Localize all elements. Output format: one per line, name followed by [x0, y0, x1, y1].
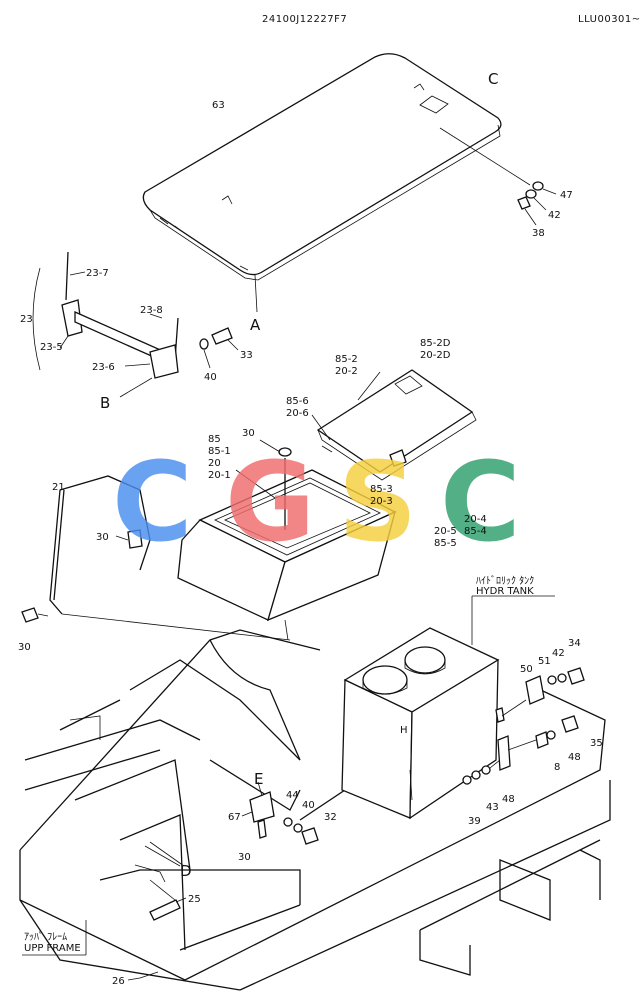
top-cover-63 — [142, 53, 502, 281]
callout-85-3: 85-3 — [370, 484, 393, 495]
watermark-letter: S — [338, 438, 417, 566]
callout-b: B — [100, 394, 110, 412]
callout-42: 42 — [548, 210, 561, 221]
hardware-47-42-38 — [517, 181, 557, 226]
sheet-reference: LLU00301~ — [578, 14, 641, 25]
callout-30-top: 30 — [242, 428, 255, 439]
callout-21: 21 — [52, 482, 65, 493]
callout-85-1: 85-1 — [208, 446, 231, 457]
callout-20-2d: 20-2D — [420, 350, 451, 361]
callout-25: 25 — [188, 894, 201, 905]
drawing-number: 24100J12227F7 — [262, 14, 347, 25]
callout-67: 67 — [228, 812, 241, 823]
callout-a: A — [250, 316, 261, 334]
callout-43: 43 — [486, 802, 499, 813]
callout-23-6: 23-6 — [92, 362, 115, 373]
callout-48-bottom: 48 — [502, 794, 515, 805]
leader-line-c-hardware — [439, 127, 531, 186]
callout-h: H — [400, 725, 408, 736]
callout-32: 32 — [324, 812, 337, 823]
callout-20-5: 20-5 — [434, 526, 457, 537]
watermark-letter: C — [440, 438, 521, 566]
callout-51: 51 — [538, 656, 551, 667]
callout-40: 40 — [204, 372, 217, 383]
callout-47: 47 — [560, 190, 573, 201]
callout-labels: 63 C 47 42 38 23-7 23 23-8 23-5 23-6 33 … — [18, 70, 603, 987]
callout-63: 63 — [212, 100, 225, 111]
callout-85-6: 85-6 — [286, 396, 309, 407]
callout-e: E — [254, 770, 263, 788]
callout-33: 33 — [240, 350, 253, 361]
bolt-33-washer-40 — [199, 327, 239, 369]
callout-40-frame: 40 — [302, 800, 315, 811]
callout-85-4: 85-4 — [464, 526, 487, 537]
bracket-assembly-23 — [32, 251, 179, 398]
tank-hardware — [462, 667, 585, 785]
rod-25-clip-26 — [127, 897, 187, 981]
callout-42-tank: 42 — [552, 648, 565, 659]
watermark-cgsc: C G S C — [112, 438, 521, 566]
callout-44: 44 — [286, 790, 299, 801]
callout-85-2d: 85-2D — [420, 338, 451, 349]
callout-20-3: 20-3 — [370, 496, 393, 507]
mount-line — [284, 619, 289, 641]
note-upp-frame-jp: ｱｯﾊﾟ ﾌﾚｰﾑ — [24, 931, 67, 943]
callout-38: 38 — [532, 228, 545, 239]
note-upp-frame-en: UPP FRAME — [24, 943, 81, 954]
callout-48-right: 48 — [568, 752, 581, 763]
callout-d: D — [180, 862, 192, 880]
note-hydr-tank-en: HYDR TANK — [476, 586, 534, 597]
callout-85: 85 — [208, 434, 221, 445]
callout-50: 50 — [520, 664, 533, 675]
callout-30-frame: 30 — [238, 852, 251, 863]
callout-20-1: 20-1 — [208, 470, 231, 481]
callout-c: C — [488, 70, 498, 88]
callout-39: 39 — [468, 816, 481, 827]
battery-box-85 — [177, 439, 397, 622]
frame-bracket-e-hardware — [149, 781, 319, 867]
watermark-letter: C — [112, 438, 193, 566]
callout-85-2: 85-2 — [335, 354, 358, 365]
battery-cover-85-2 — [311, 369, 477, 481]
callout-20-4: 20-4 — [464, 514, 487, 525]
callout-23: 23 — [20, 314, 33, 325]
leader-line-a — [254, 274, 258, 313]
note-hydr-tank-jp: ﾊｲﾄﾞﾛﾘｯｸ ﾀﾝｸ — [476, 575, 534, 587]
watermark-letter: G — [225, 438, 315, 566]
hold-down-rod-21 — [21, 475, 291, 641]
callout-20-6: 20-6 — [286, 408, 309, 419]
hydraulic-tank — [341, 627, 511, 820]
callout-85-5: 85-5 — [434, 538, 457, 549]
callout-23-8: 23-8 — [140, 305, 163, 316]
callout-30-left: 30 — [18, 642, 31, 653]
callout-20-2: 20-2 — [335, 366, 358, 377]
callout-26: 26 — [112, 976, 125, 987]
callout-23-5: 23-5 — [40, 342, 63, 353]
callout-35: 35 — [590, 738, 603, 749]
note-labels: ﾊｲﾄﾞﾛﾘｯｸ ﾀﾝｸ HYDR TANK ｱｯﾊﾟ ﾌﾚｰﾑ UPP FRA… — [22, 575, 534, 956]
upper-frame — [19, 629, 611, 991]
callout-20: 20 — [208, 458, 221, 469]
callout-30-rod: 30 — [96, 532, 109, 543]
callout-34: 34 — [568, 638, 581, 649]
callout-8: 8 — [554, 762, 560, 773]
callout-23-7: 23-7 — [86, 268, 109, 279]
